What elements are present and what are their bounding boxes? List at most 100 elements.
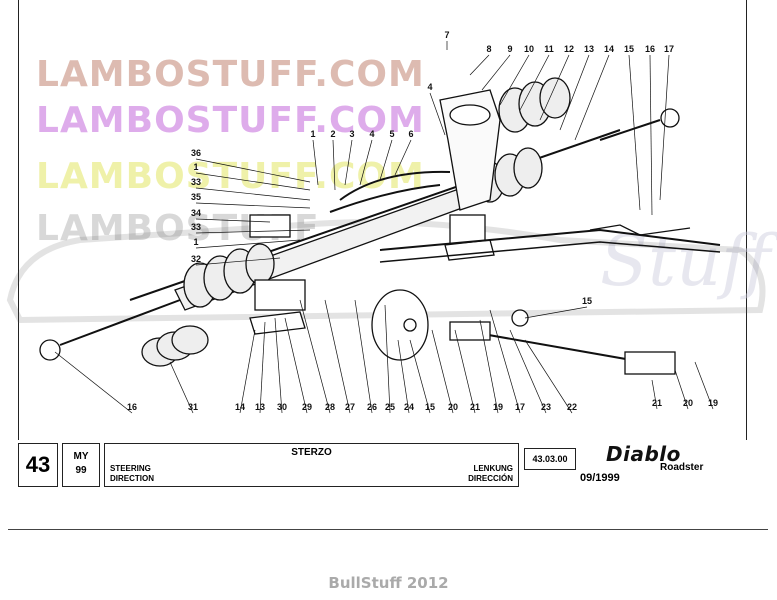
part-callout: 15 [582, 296, 592, 306]
callout-leader [649, 54, 653, 216]
part-callout: 28 [325, 402, 335, 412]
part-callout: 15 [425, 402, 435, 412]
callout-leader [429, 92, 446, 136]
callout-leader [344, 139, 353, 186]
callout-leader [574, 54, 610, 141]
part-callout: 4 [369, 129, 374, 139]
footer-credit: BullStuff 2012 [328, 574, 449, 592]
part-callout: 11 [544, 44, 554, 54]
part-callout: 20 [448, 402, 458, 412]
part-callout: 1 [193, 237, 198, 247]
part-callout: 14 [235, 402, 245, 412]
callout-leader [694, 361, 714, 410]
part-callout: 29 [302, 402, 312, 412]
callout-leader [195, 187, 311, 201]
callout-leader [324, 299, 351, 414]
watermark-text: LAMBOSTUFF.COM [36, 156, 425, 197]
part-callout: 13 [584, 44, 594, 54]
model-year-value: 99 [75, 465, 87, 476]
part-callout: 14 [604, 44, 614, 54]
part-callout: 34 [191, 208, 201, 218]
callout-leader [195, 229, 311, 234]
callout-leader [195, 257, 281, 266]
callout-leader [659, 54, 670, 201]
section-name-fr: DIRECTION [110, 474, 154, 483]
model-year: MY 99 [62, 443, 100, 487]
callout-leader [499, 54, 530, 106]
car-silhouette-watermark [6, 219, 766, 324]
part-callout: 19 [708, 398, 718, 408]
part-callout: 3 [349, 129, 354, 139]
section-names-left: STEERING DIRECTION [110, 464, 154, 484]
callout-leader [524, 339, 573, 414]
part-callout: 1 [193, 162, 198, 172]
callout-leader [409, 339, 431, 414]
part-callout: 17 [515, 402, 525, 412]
part-callout: 2 [330, 129, 335, 139]
part-callout: 21 [652, 398, 662, 408]
part-callout: 30 [277, 402, 287, 412]
drawing-frame [18, 0, 747, 440]
part-callout: 17 [664, 44, 674, 54]
callout-leader [628, 54, 641, 211]
callout-leader [259, 321, 266, 414]
callout-leader [651, 379, 658, 410]
part-callout: 20 [683, 398, 693, 408]
part-callout: 32 [191, 254, 201, 264]
callout-leader [359, 139, 373, 186]
callout-leader [354, 299, 373, 414]
watermark-text: LAMBOSTUFF.COM [36, 100, 425, 141]
spare-boot-lower [141, 325, 209, 367]
callout-leader [195, 218, 271, 223]
callout-leader [469, 54, 490, 76]
callout-leader [274, 317, 283, 414]
callout-leader [454, 329, 476, 414]
part-callout: 8 [486, 44, 491, 54]
steering-rack [39, 77, 721, 375]
callout-leader [54, 351, 133, 414]
part-callout: 1 [310, 129, 315, 139]
callout-leader [239, 329, 256, 414]
callout-leader [431, 329, 454, 414]
part-callout: 10 [524, 44, 534, 54]
callout-leader [332, 139, 336, 191]
model-variant: Roadster [660, 462, 704, 473]
callout-leader [169, 361, 194, 414]
callout-leader [312, 139, 319, 186]
section-name-es: DIRECCIÓN [468, 474, 513, 483]
part-callout: 6 [408, 129, 413, 139]
callout-leader [519, 54, 550, 111]
part-callout: 16 [127, 402, 137, 412]
section-name-de: LENKUNG [473, 464, 513, 473]
part-callout: 26 [367, 402, 377, 412]
part-callout: 5 [389, 129, 394, 139]
part-callout: 33 [191, 222, 201, 232]
part-callout: 33 [191, 177, 201, 187]
callout-leader [394, 139, 412, 176]
part-callout: 19 [493, 402, 503, 412]
callout-leader [195, 239, 301, 249]
part-callout: 24 [404, 402, 414, 412]
part-callout: 7 [444, 30, 449, 40]
watermark-text: LAMBOSTUFF.COM [36, 54, 425, 95]
part-callout: 23 [541, 402, 551, 412]
part-callout: 9 [507, 44, 512, 54]
callout-leader [539, 54, 570, 121]
section-code: 43.03.00 [524, 448, 576, 470]
part-callout: 25 [385, 402, 395, 412]
callout-leader [195, 172, 311, 191]
model-year-label: MY [73, 451, 89, 462]
part-callout: 35 [191, 192, 201, 202]
mount-bracket-upper [439, 89, 501, 211]
section-description: STERZO STEERING DIRECTION LENKUNG DIRECC… [104, 443, 519, 487]
part-callout: 22 [567, 402, 577, 412]
part-callout: 36 [191, 148, 201, 158]
page-number: 43 [18, 443, 58, 487]
part-callout: 27 [345, 402, 355, 412]
part-callout: 13 [255, 402, 265, 412]
callout-leader [524, 306, 588, 319]
callout-leader [195, 158, 311, 183]
